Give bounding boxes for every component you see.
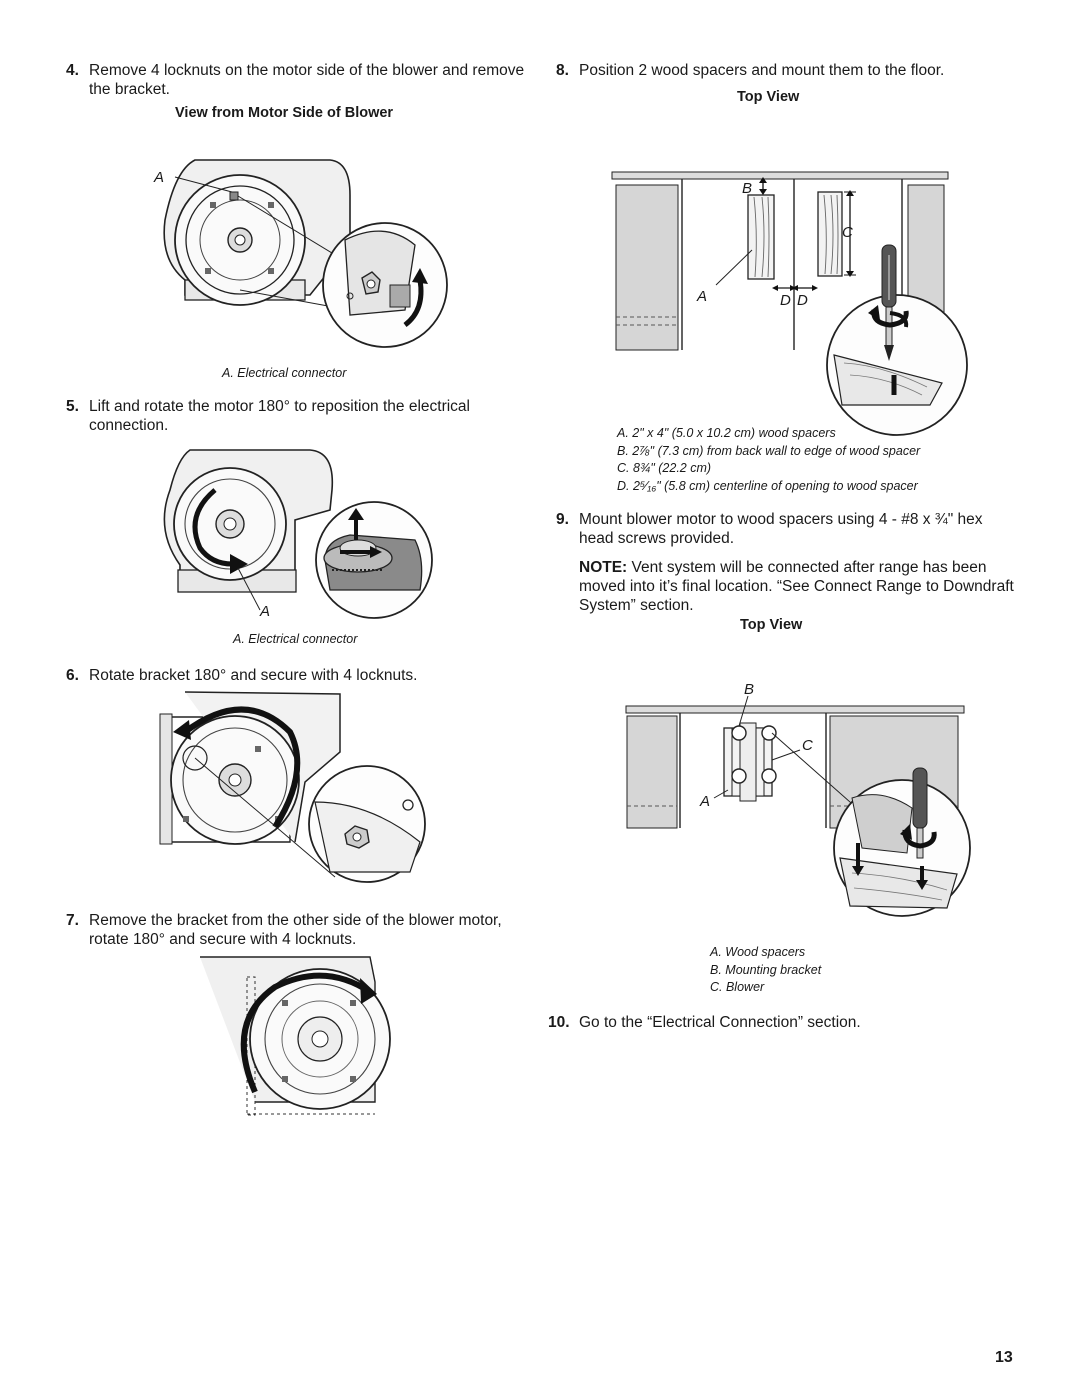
note-text: Vent system will be connected after rang…: [579, 559, 1014, 614]
figure-caption: A. Electrical connector: [233, 632, 358, 646]
label-d: D: [797, 292, 808, 309]
step-10: 10. Go to the “Electrical Connection” se…: [548, 1013, 1018, 1032]
note: NOTE: Vent system will be connected afte…: [579, 558, 1016, 615]
note-label: NOTE:: [579, 559, 628, 576]
step-5: 5. Lift and rotate the motor 180° to rep…: [66, 397, 526, 435]
wood-spacers-top-view-figure: B C A D D: [611, 171, 968, 436]
step-number: 5.: [66, 398, 79, 415]
step-number: 10.: [548, 1014, 570, 1031]
motor-rotation-figure: A: [163, 449, 433, 620]
caption-d: D. 2⁵⁄₁₆" (5.8 cm) centerline of opening…: [617, 478, 918, 493]
step-text: Remove the bracket from the other side o…: [89, 912, 502, 948]
caption-c: C. 8¾" (22.2 cm): [617, 461, 712, 475]
label-a: A: [259, 603, 270, 620]
step-text: Rotate bracket 180° and secure with 4 lo…: [89, 667, 418, 684]
label-b: B: [742, 180, 752, 197]
step-number: 8.: [556, 62, 569, 79]
figure-heading: Top View: [737, 89, 800, 105]
step-7: 7. Remove the bracket from the other sid…: [66, 911, 526, 949]
figure-heading: Top View: [740, 617, 803, 633]
label-c: C: [802, 737, 813, 754]
step-text: Remove 4 locknuts on the motor side of t…: [89, 62, 525, 98]
label-d: D: [780, 292, 791, 309]
step-number: 6.: [66, 667, 79, 684]
label-a: A: [699, 793, 710, 810]
page-number: 13: [995, 1349, 1013, 1366]
caption-b: B. 2⅞" (7.3 cm) from back wall to edge o…: [617, 443, 921, 458]
step-6: 6. Rotate bracket 180° and secure with 4…: [66, 666, 526, 685]
figure-caption: A. Electrical connector: [222, 366, 347, 380]
figure-captions: A. Wood spacers B. Mounting bracket C. B…: [710, 944, 821, 997]
caption-c: C. Blower: [710, 980, 765, 994]
step-text: Go to the “Electrical Connection” sectio…: [579, 1014, 861, 1031]
step-4: 4. Remove 4 locknuts on the motor side o…: [66, 61, 526, 99]
step-number: 4.: [66, 62, 79, 79]
blower-motor-side-figure: A: [153, 159, 448, 348]
label-b: B: [744, 681, 754, 698]
bracket-rotation-figure: [159, 691, 426, 883]
step-number: 9.: [556, 511, 569, 528]
step-9: 9. Mount blower motor to wood spacers us…: [556, 510, 1016, 615]
step-text: Lift and rotate the motor 180° to reposi…: [89, 398, 470, 434]
caption-a: A. Wood spacers: [710, 945, 806, 959]
label-c: C: [842, 224, 853, 241]
step-number: 7.: [66, 912, 79, 929]
step-text: Position 2 wood spacers and mount them t…: [579, 62, 945, 79]
step-text: Mount blower motor to wood spacers using…: [579, 511, 983, 547]
caption-a: A. 2" x 4" (5.0 x 10.2 cm) wood spacers: [617, 426, 836, 440]
figure-captions: A. 2" x 4" (5.0 x 10.2 cm) wood spacers …: [617, 425, 920, 495]
label-a: A: [696, 288, 707, 305]
label-a: A: [153, 169, 164, 186]
caption-b: B. Mounting bracket: [710, 962, 822, 977]
step-8: 8. Position 2 wood spacers and mount the…: [556, 61, 1016, 80]
blower-mounted-top-view-figure: B C A: [625, 681, 971, 917]
figure-heading: View from Motor Side of Blower: [175, 105, 394, 121]
other-side-bracket-figure: [200, 956, 391, 1116]
